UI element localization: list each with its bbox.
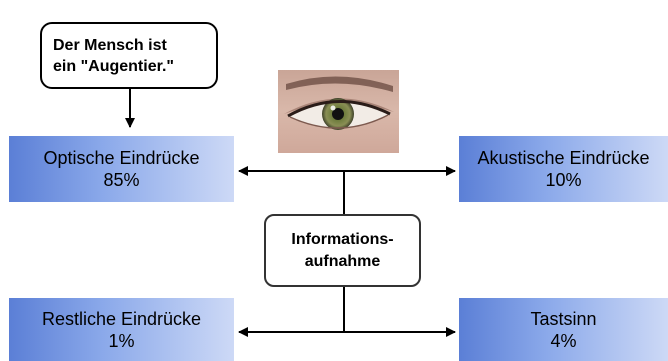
tast-value: 4% [550,330,577,351]
restlich-value: 1% [108,330,135,351]
center-line-1: Informations- [291,230,394,248]
tastsinn-box: Tastsinn 4% [459,298,668,361]
optische-eindruecke-box: Optische Eindrücke 85% [9,136,234,202]
eye-icon [278,70,399,153]
akustisch-value: 10% [545,170,582,190]
callout-line-2: ein "Augentier." [53,57,174,75]
restliche-eindruecke-box: Restliche Eindrücke 1% [9,298,234,361]
tast-label: Tastsinn [530,308,597,329]
center-line-2: aufnahme [304,252,381,270]
augentier-callout: Der Mensch ist ein "Augentier." [40,22,218,89]
optisch-value: 85% [103,170,140,190]
informationsaufnahme-box: Informations- aufnahme [264,214,421,287]
akustische-eindruecke-box: Akustische Eindrücke 10% [459,136,668,202]
akustisch-label: Akustische Eindrücke [477,148,650,168]
optisch-label: Optische Eindrücke [43,148,200,168]
callout-line-1: Der Mensch ist [53,36,167,54]
restlich-label: Restliche Eindrücke [41,308,202,329]
